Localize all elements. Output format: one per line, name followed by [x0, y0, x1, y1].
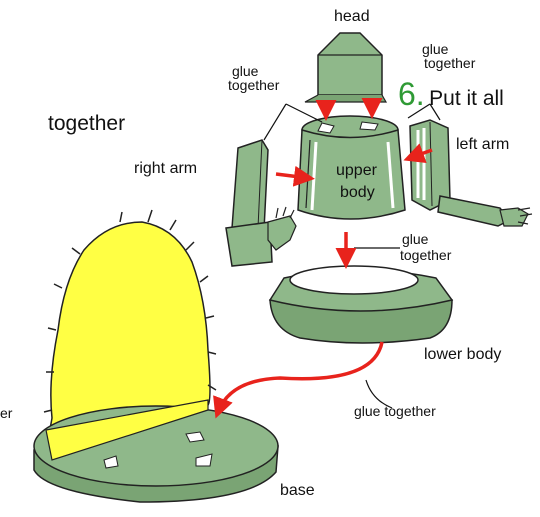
label-glue-mid-2: together: [400, 248, 451, 263]
step-number: 6.: [398, 76, 425, 112]
label-glue-mid-1: glue: [402, 232, 428, 247]
label-right-arm: right arm: [134, 160, 197, 178]
label-upper: upper: [336, 162, 377, 180]
step-heading: 6. Put it all: [398, 78, 504, 110]
label-lower-body: lower body: [424, 346, 501, 364]
label-head: head: [334, 8, 370, 26]
arrow-base: [218, 342, 382, 412]
head-part: [305, 33, 386, 102]
label-edge-fragment: er: [0, 406, 12, 421]
step-line-1: Put it all: [429, 87, 504, 110]
label-left-arm: left arm: [456, 136, 509, 154]
step-line-2: together: [48, 112, 125, 135]
label-base: base: [280, 482, 315, 500]
label-glue-left-2: together: [228, 78, 279, 93]
label-body: body: [340, 184, 375, 202]
right-arm-part: [226, 140, 296, 266]
label-glue-bottom: glue together: [354, 404, 436, 419]
lower-body-part: [270, 266, 452, 343]
label-glue-right-2: together: [424, 56, 475, 71]
